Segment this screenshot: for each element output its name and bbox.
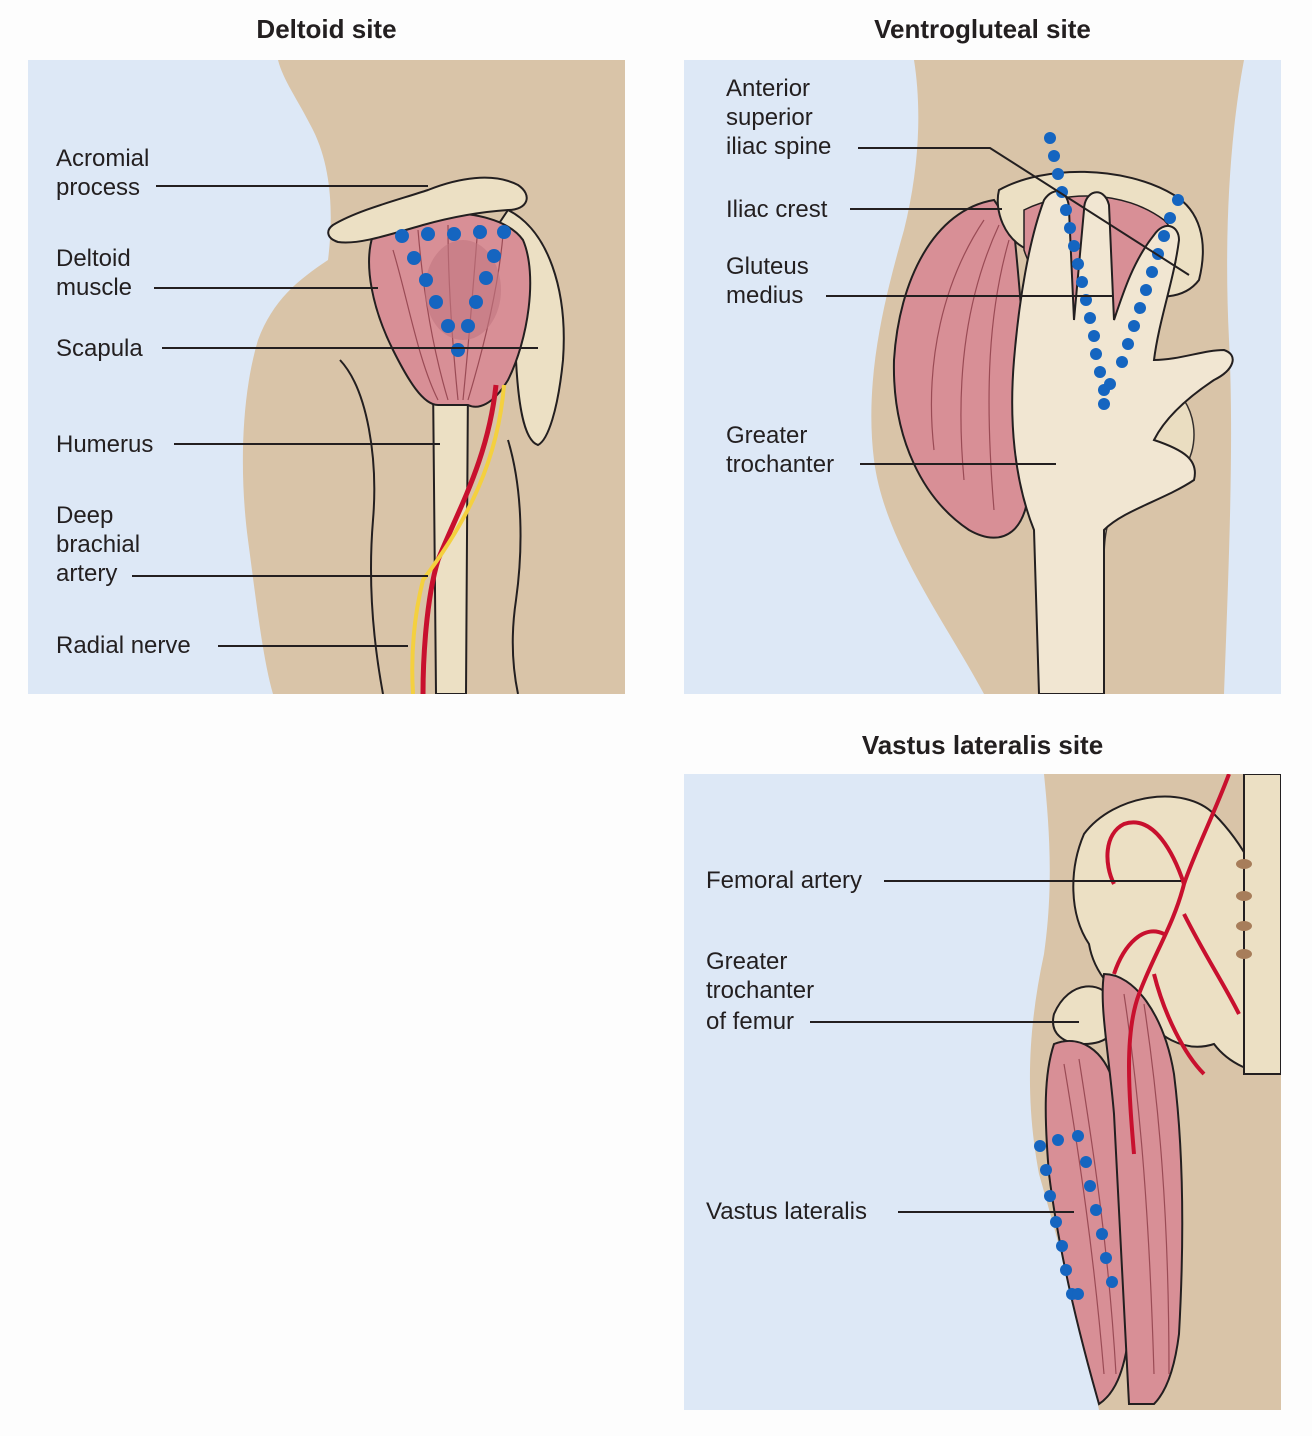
label-acromial-line1: Acromial [56,145,150,172]
label-deltoid-line2: muscle [56,274,133,301]
deltoid-injection-dots [395,225,511,357]
label-deltoid-line1: Deltoid [56,245,131,272]
label-scapula: Scapula [56,335,143,362]
label-deep-brachial-line3: artery [56,560,118,587]
pelvis-bone [1072,795,1275,1076]
deltoid-illustration [132,60,625,694]
vastus-lateralis-site-title: Vastus lateralis site [861,730,1104,760]
label-asis-line3: iliac spine [726,133,832,160]
vastus-lateralis-illustration [810,774,1281,1410]
label-gluteus-medius-line1: Gluteus [726,253,809,280]
label-vastus-lateralis: Vastus lateralis [706,1198,867,1225]
label-greater-trochanter-femur-line3: of femur [706,1008,795,1035]
label-deep-brachial-line2: brachial [56,531,141,558]
vastus-leader-lines [810,880,1181,1213]
label-humerus: Humerus [56,431,154,458]
label-deep-brachial-line1: Deep [56,502,114,529]
ventrogluteal-site-panel: Anterior superior iliac spine Iliac cres… [684,60,1281,694]
label-femoral-artery: Femoral artery [706,867,863,894]
label-asis-line2: superior [726,104,813,131]
ventrogluteal-illustration [826,60,1244,694]
label-gluteus-medius-line2: medius [726,282,804,309]
label-radial-nerve: Radial nerve [56,632,191,659]
deltoid-leader-lines [132,185,538,647]
label-greater-trochanter-line1: Greater [726,422,808,449]
deltoid-site-title: Deltoid site [256,14,397,44]
femoral-artery [1105,774,1241,1155]
label-acromial-line2: process [56,174,141,201]
label-greater-trochanter-femur-line1: Greater [706,948,788,975]
ventrogluteal-leader-lines [826,147,1190,465]
vastus-lateralis-site-panel: Femoral artery Greater trochanter of fem… [684,774,1281,1410]
rectus-femoris-muscle [1101,972,1184,1405]
label-greater-trochanter-line2: trochanter [726,451,835,478]
label-greater-trochanter-femur-line2: trochanter [706,977,815,1004]
ventrogluteal-site-title: Ventrogluteal site [874,14,1091,44]
deltoid-site-panel: Acromial process Deltoid muscle Scapula … [28,60,625,694]
acromial-process-bone [327,176,528,244]
radial-nerve [410,384,506,694]
label-asis-line1: Anterior [726,75,811,102]
vastus-injection-dots [1034,1130,1118,1300]
ventrogluteal-injection-dots [1044,132,1184,410]
label-iliac-crest: Iliac crest [726,196,828,223]
